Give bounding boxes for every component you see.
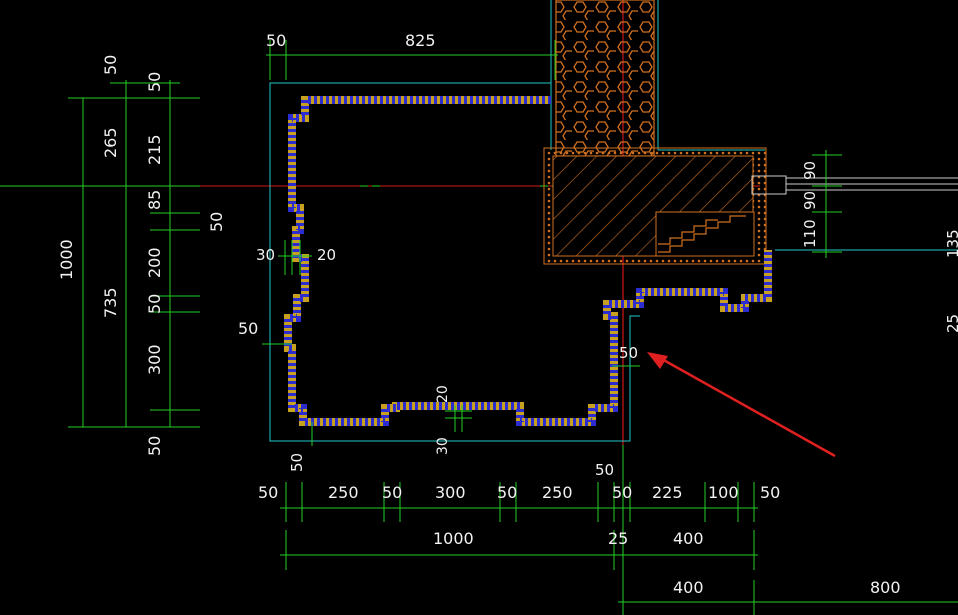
dim-50-mid: 50	[145, 294, 164, 314]
beam-block	[543, 147, 958, 265]
dim-50-bottom: 50	[145, 436, 164, 456]
red-arrow-annotation	[647, 352, 836, 458]
top-dim-825: 825	[405, 31, 436, 50]
bd3-left: 400	[673, 578, 704, 597]
dim-50-side: 50	[207, 212, 226, 232]
bd1-5: 250	[542, 483, 573, 502]
dim-265: 265	[101, 127, 120, 158]
window-frame	[751, 175, 787, 195]
bd1-0: 50	[258, 483, 278, 502]
left-dimensions	[68, 80, 200, 428]
bd1-9: 50	[760, 483, 780, 502]
bottom-notch-20: 20	[435, 385, 451, 403]
bottom-dims-row1	[280, 482, 758, 522]
bd2-right: 400	[673, 529, 704, 548]
bd3-right: 800	[870, 578, 901, 597]
hex-wall	[555, 0, 655, 157]
notch-20: 20	[317, 246, 336, 264]
wall-column	[550, 0, 765, 157]
dim-50-top2: 50	[145, 72, 164, 92]
bottom-dims-row2	[280, 530, 758, 570]
interior-dims	[262, 240, 640, 446]
top-dimensions	[266, 40, 558, 80]
dim-85: 85	[145, 190, 164, 210]
rd-90b: 90	[801, 191, 819, 210]
bd1-7: 225	[652, 483, 683, 502]
dim-1000: 1000	[57, 239, 76, 280]
bd1-1: 250	[328, 483, 359, 502]
bd1-3: 300	[435, 483, 466, 502]
right-dimensions	[812, 150, 842, 258]
dim-200: 200	[145, 247, 164, 278]
bd1-4: 50	[497, 483, 517, 502]
right-gap-50: 50	[619, 344, 638, 362]
rd-25: 25	[944, 314, 958, 333]
notch-30: 30	[256, 246, 275, 264]
bottom-dims-row3	[618, 580, 958, 615]
dim-215: 215	[145, 134, 164, 165]
rd-90a: 90	[801, 161, 819, 180]
rd-110: 110	[801, 219, 819, 248]
bd1-2: 50	[382, 483, 402, 502]
bd1-6: 50	[612, 483, 632, 502]
above-axis-50: 50	[595, 461, 614, 479]
bd1-8: 100	[708, 483, 739, 502]
bottom-left-50: 50	[288, 453, 306, 472]
room-outline	[269, 82, 640, 442]
beam-steps	[658, 215, 746, 253]
dim-300: 300	[145, 344, 164, 375]
insulation-band-edge	[284, 96, 772, 426]
arrow-shaft	[659, 356, 836, 458]
dim-735: 735	[101, 287, 120, 318]
bd2-gap: 25	[608, 529, 628, 548]
arrow-head-icon	[647, 352, 668, 369]
bottom-notch-30: 30	[435, 437, 451, 455]
rd-135: 135	[944, 229, 958, 258]
left-offset-50: 50	[238, 319, 258, 338]
bd2-width: 1000	[433, 529, 474, 548]
dim-50-top: 50	[101, 55, 120, 75]
top-dim-50: 50	[266, 31, 286, 50]
